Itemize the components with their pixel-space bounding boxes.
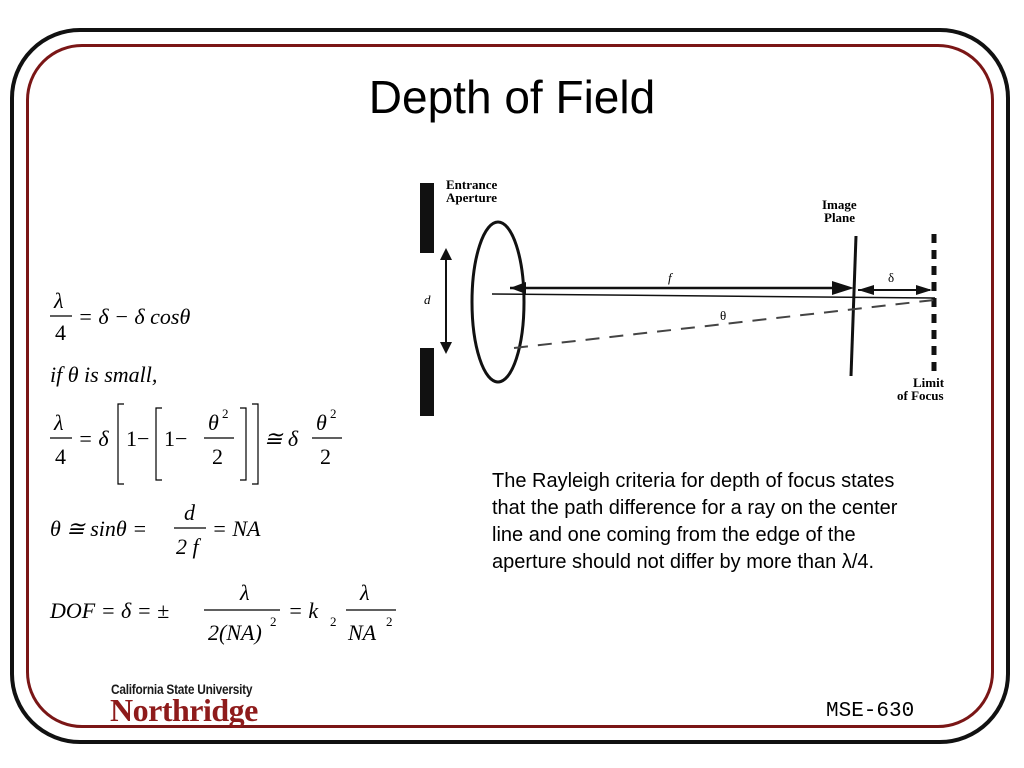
eq5-denominator: 2(NA) [208, 620, 262, 645]
label-limit-focus-2: of Focus [897, 388, 944, 403]
equation-1: λ 4 = δ − δ cosθ [50, 288, 190, 345]
eq1-rhs: = δ − δ cosθ [78, 304, 190, 329]
eq5-k: = k [288, 598, 319, 623]
eq5-exponent-2: 2 [386, 614, 393, 629]
eq4-lhs: θ ≅ sinθ = [50, 516, 147, 541]
label-image-plane: Image [822, 197, 857, 212]
label-entrance-aperture-2: Aperture [446, 190, 497, 205]
aperture-block-top [420, 183, 434, 253]
optics-diagram: d f δ θ Entrance Aperture Image Plane Li… [420, 177, 945, 416]
eq5-lhs: DOF = δ = ± [49, 598, 169, 623]
lens [470, 220, 526, 384]
description-text: The Rayleigh criteria for depth of focus… [492, 470, 898, 573]
eq1-denominator: 4 [55, 320, 66, 345]
label-f: f [668, 270, 674, 285]
label-delta: δ [888, 270, 894, 285]
logo-northridge: Northridge [110, 692, 258, 728]
eq5-denominator-2: NA [347, 620, 377, 645]
eq3-one-minus-inner: 1− [164, 426, 187, 451]
eq3-denominator: 4 [55, 444, 66, 469]
label-limit-focus: Limit [913, 375, 945, 390]
label-image-plane-2: Plane [824, 210, 855, 225]
slide-inner-border [26, 44, 994, 728]
image-plane-line [849, 235, 858, 377]
eq3-approx: ≅ δ [264, 426, 299, 451]
equation-2: if θ is small, [50, 362, 157, 387]
eq3-numerator: λ [53, 410, 64, 435]
label-d: d [424, 292, 431, 307]
label-theta: θ [720, 308, 726, 323]
equation-3: λ 4 = δ 1− 1− θ 2 2 ≅ δ θ 2 2 [50, 403, 342, 485]
eq3-denominator-3: 2 [320, 444, 331, 469]
eq3-denominator-2: 2 [212, 444, 223, 469]
slide-title: Depth of Field [368, 71, 656, 123]
eq4-rhs: = NA [212, 516, 261, 541]
eq3-exponent-2: 2 [330, 406, 337, 421]
eq5-exponent: 2 [270, 614, 277, 629]
eq3-theta-2: θ [316, 410, 327, 435]
eq1-numerator: λ [53, 288, 64, 313]
equation-5: DOF = δ = ± λ 2(NA) 2 = k 2 λ NA 2 [49, 580, 396, 645]
eq3-one-minus-outer: 1− [126, 426, 149, 451]
course-code: MSE-630 [826, 700, 915, 723]
eq3-delta: = δ [78, 426, 109, 451]
eq3-exponent: 2 [222, 406, 229, 421]
label-entrance-aperture: Entrance [446, 177, 498, 192]
slide-outer-border [10, 28, 1010, 744]
eq5-subscript: 2 [330, 614, 337, 629]
equation-4: θ ≅ sinθ = d 2 f = NA [50, 500, 261, 559]
eq5-numerator-2: λ [359, 580, 370, 605]
eq3-theta: θ [208, 410, 219, 435]
equations: λ 4 = δ − δ cosθ if θ is small, λ 4 = δ … [49, 288, 396, 645]
aperture-block-bottom [420, 348, 434, 416]
eq4-denominator: 2 f [176, 534, 202, 559]
eq5-numerator: λ [239, 580, 250, 605]
logo-university-line: California State University [111, 681, 253, 697]
eq4-numerator: d [184, 500, 196, 525]
